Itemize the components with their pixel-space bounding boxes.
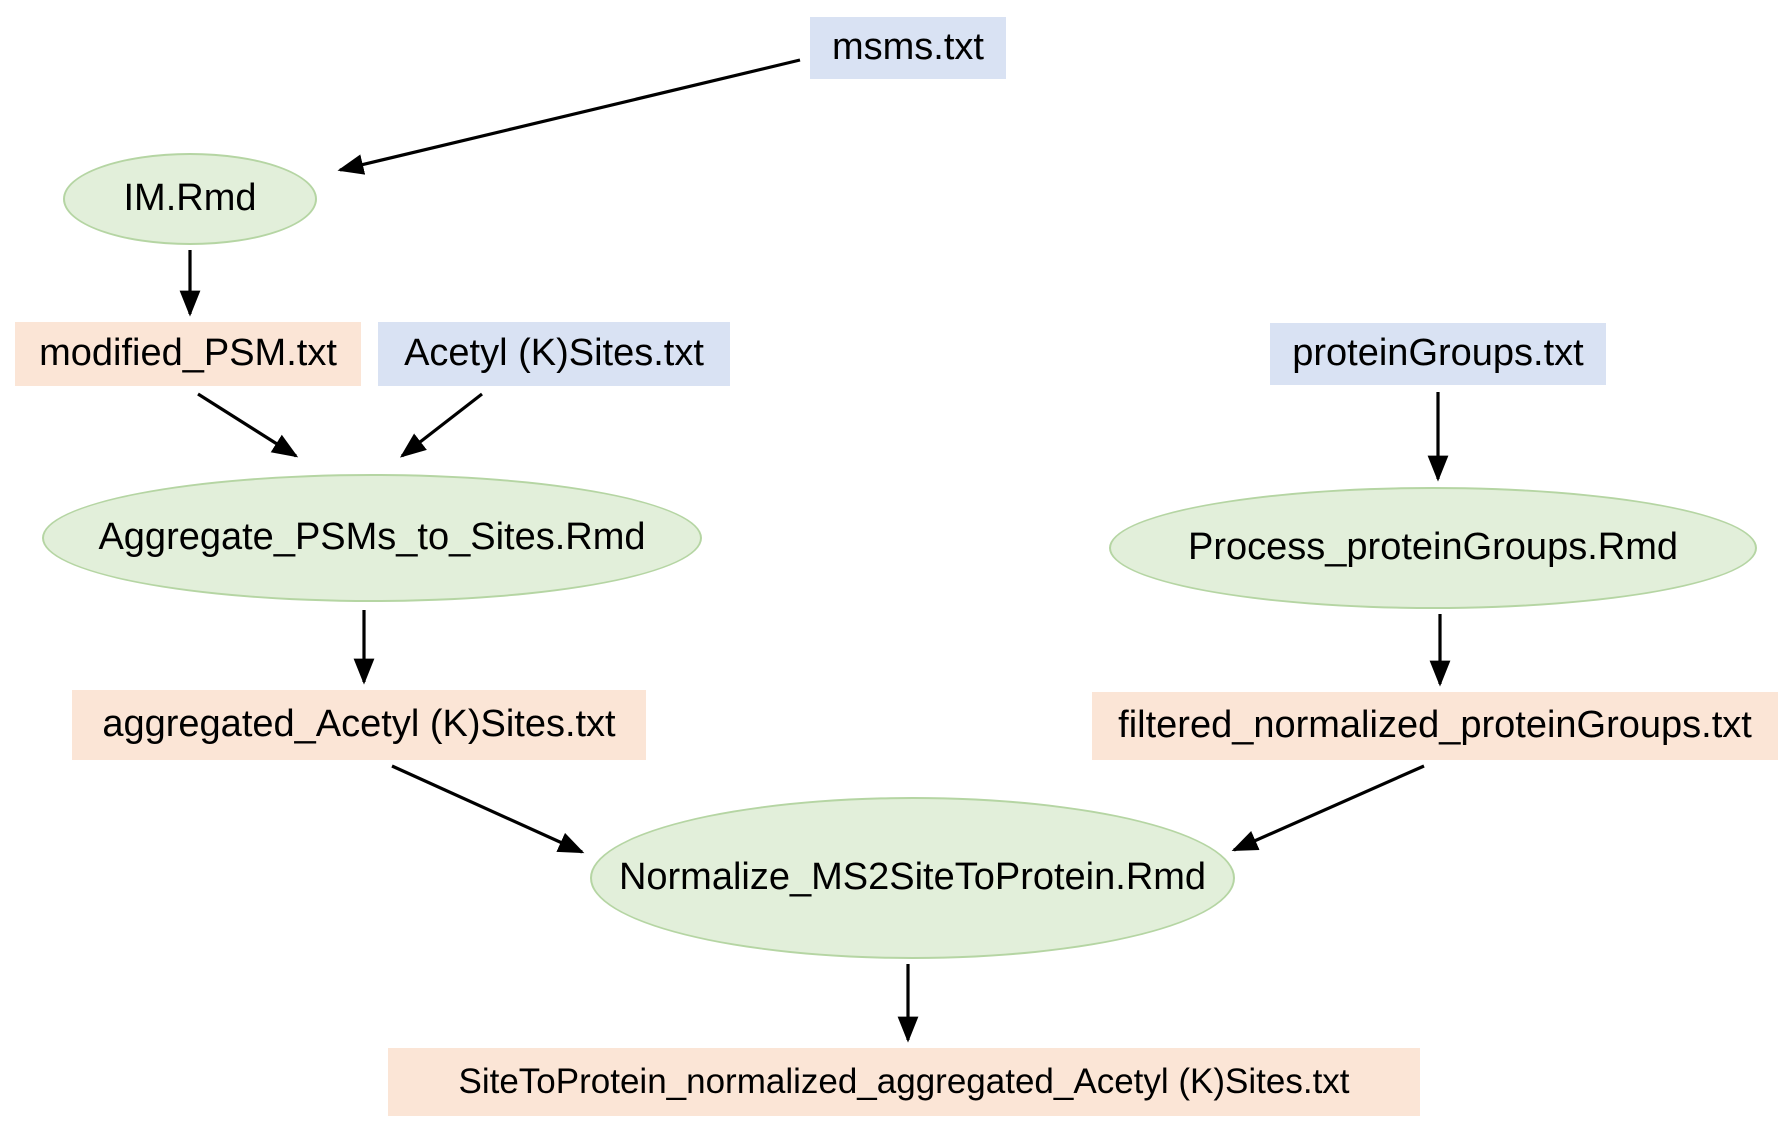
edge-acetyl-sites-to-aggregate — [399, 392, 483, 458]
node-acetyl-k-sites-txt: Acetyl (K)Sites.txt — [378, 322, 730, 386]
edge-msms-to-im — [337, 58, 801, 175]
edge-modified-psm-to-aggregate — [197, 392, 299, 458]
node-normalize-ms2sitetoprotein-rmd: Normalize_MS2SiteToProtein.Rmd — [590, 797, 1235, 959]
node-aggregated-acetyl-k-sites-txt: aggregated_Acetyl (K)Sites.txt — [72, 690, 646, 760]
node-proteingroups-txt: proteinGroups.txt — [1270, 323, 1606, 385]
edge-aggregated-sites-to-normalize — [391, 764, 585, 854]
node-msms-txt: msms.txt — [810, 17, 1006, 79]
node-aggregate-psms-to-sites-rmd: Aggregate_PSMs_to_Sites.Rmd — [42, 474, 702, 602]
node-im-rmd: IM.Rmd — [63, 153, 317, 245]
node-filtered-normalized-proteingroups-txt: filtered_normalized_proteinGroups.txt — [1092, 692, 1778, 760]
node-sitetoprotein-normalized-aggregated-acetyl-k-sites-txt: SiteToProtein_normalized_aggregated_Acet… — [388, 1048, 1420, 1116]
node-process-proteingroups-rmd: Process_proteinGroups.Rmd — [1109, 487, 1757, 609]
node-modified-psm-txt: modified_PSM.txt — [15, 322, 361, 386]
edge-filtered-to-normalize — [1231, 764, 1425, 852]
